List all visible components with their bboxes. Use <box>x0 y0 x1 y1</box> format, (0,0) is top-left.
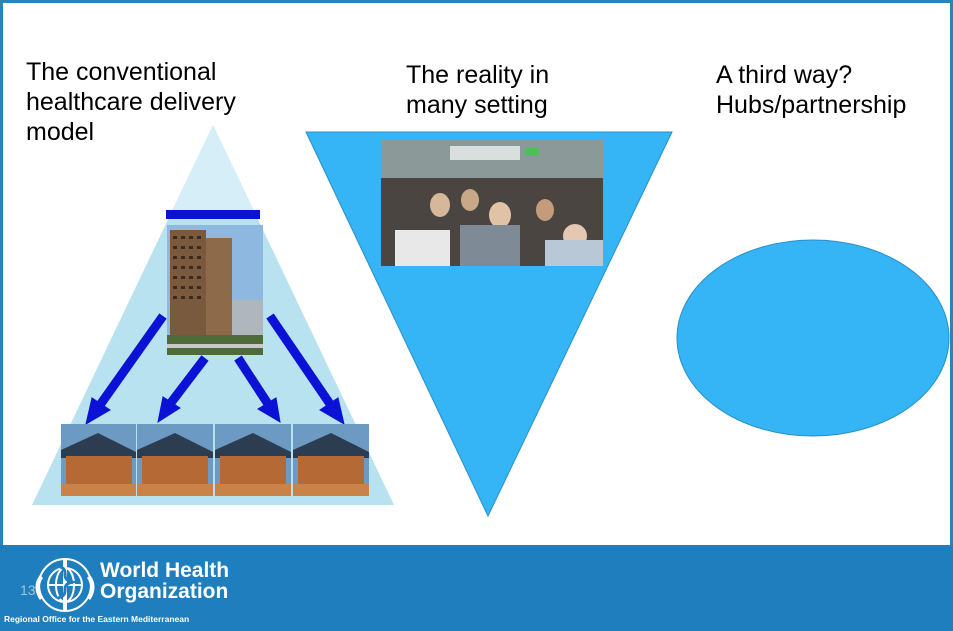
distribution-arrows <box>85 313 345 426</box>
slide-number: 13 <box>20 582 36 598</box>
who-wordmark: World Health Organization <box>100 560 229 602</box>
left-border <box>0 0 3 545</box>
caption-third-way: A third way? Hubs/partnership <box>716 60 906 120</box>
org-name-line1: World Health <box>100 559 230 582</box>
crowded-ward-image <box>381 139 603 266</box>
circle-shape <box>676 239 950 437</box>
top-border <box>0 0 953 3</box>
pyramid-apex <box>170 125 256 216</box>
clinic-image <box>215 424 291 496</box>
caption-line: many setting <box>406 91 548 119</box>
caption-line: The conventional <box>26 58 217 86</box>
caption-line: model <box>26 118 95 146</box>
right-border <box>950 0 953 545</box>
caption-conventional-model: The conventional healthcare delivery mod… <box>26 57 236 147</box>
clinic-image <box>137 424 213 496</box>
clinic-image <box>61 424 136 496</box>
footer-bar <box>0 545 953 631</box>
org-name-line2: Organization <box>100 580 229 603</box>
caption-reality: The reality in many setting <box>406 60 549 120</box>
caption-line: Hubs/partnership <box>716 91 907 119</box>
clinic-images <box>61 424 369 496</box>
clinic-image <box>293 424 369 496</box>
caption-line: healthcare delivery <box>26 88 236 116</box>
caption-line: A third way? <box>716 61 853 89</box>
hospital-building-image <box>167 225 263 355</box>
pyramid-band <box>166 210 260 219</box>
org-subtitle: Regional Office for the Eastern Mediterr… <box>4 614 190 624</box>
caption-line: The reality in <box>406 61 550 89</box>
